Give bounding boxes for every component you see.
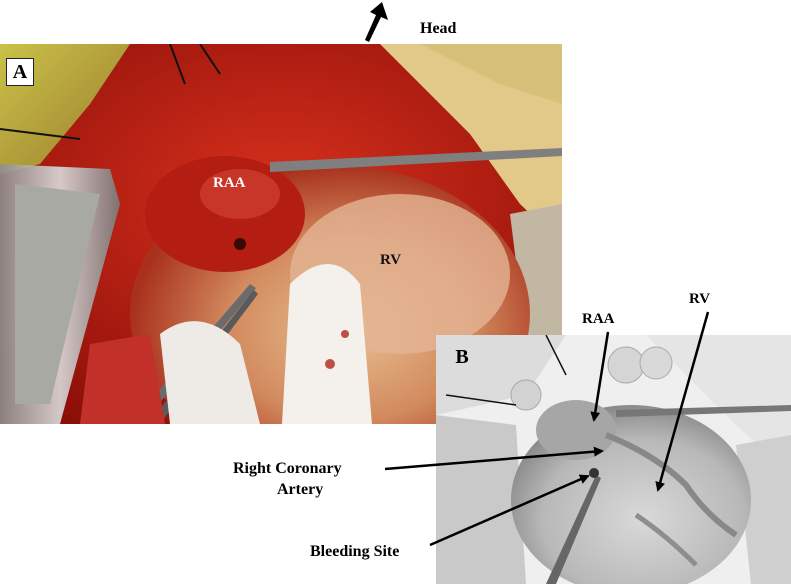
right-coronary-artery-label: Right Coronary Artery — [233, 458, 342, 500]
bleeding-site-label: Bleeding Site — [310, 543, 400, 560]
right-coronary-artery-label-line1: Right Coronary — [233, 460, 342, 477]
head-direction-arrow — [365, 2, 388, 42]
right-coronary-artery-label-line2: Artery — [277, 481, 324, 498]
panel-b-letter: B — [455, 346, 469, 368]
illustration-image — [436, 335, 791, 584]
panel-a-raa-label: RAA — [213, 175, 246, 191]
illustration-panel-b: B — [436, 335, 791, 584]
surgical-photo-panel-a: A RAA RV — [0, 44, 562, 424]
panel-a-rv-label: RV — [380, 252, 402, 268]
panel-a-letter: A — [6, 58, 34, 86]
panel-b-rv-label: RV — [689, 291, 711, 307]
head-label: Head — [420, 20, 457, 37]
surgical-photo-image — [0, 44, 562, 424]
panel-b-raa-label: RAA — [582, 311, 615, 327]
